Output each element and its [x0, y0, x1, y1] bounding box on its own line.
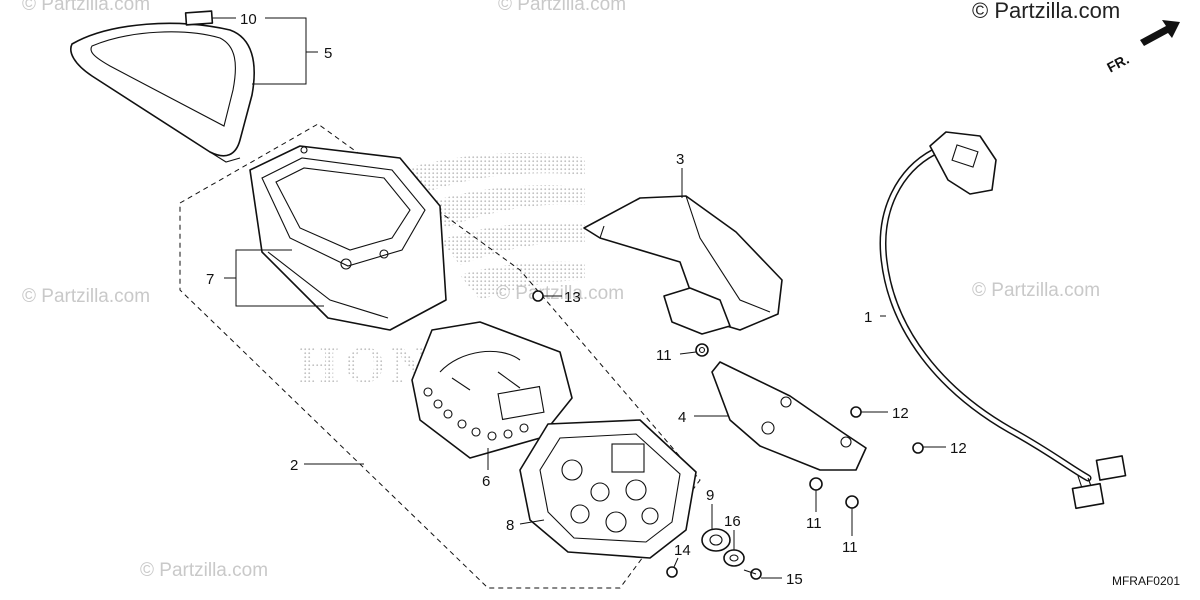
callout-15: 15 — [786, 571, 803, 588]
front-direction-indicator: FR. — [1104, 20, 1180, 76]
callout-7: 7 — [206, 271, 214, 288]
callout-12-lower: 12 — [950, 440, 967, 457]
screw-15 — [743, 568, 762, 580]
callout-1: 1 — [864, 309, 872, 326]
watermark-top-right: © Partzilla.com — [972, 0, 1121, 23]
screw-14 — [666, 566, 678, 578]
meter-bracket — [711, 361, 867, 471]
meter-dial-panel — [411, 321, 573, 459]
fasteners — [532, 290, 924, 580]
callout-14: 14 — [674, 542, 691, 559]
collar-16 — [723, 549, 745, 567]
meter-base-board — [519, 419, 697, 559]
watermark: © Partzilla.com — [496, 283, 625, 304]
watermark: © Partzilla.com — [498, 0, 627, 15]
watermark: © Partzilla.com — [140, 560, 269, 581]
leader-lines — [212, 17, 946, 579]
callout-11-low: 11 — [842, 539, 858, 556]
callout-5: 5 — [324, 45, 332, 62]
meter-rear-cover — [583, 195, 783, 335]
diagram-code: MFRAF0201 — [1111, 574, 1180, 588]
callout-3: 3 — [676, 151, 684, 168]
callout-11-top: 11 — [656, 347, 672, 364]
grommet-9 — [701, 528, 731, 552]
callout-6: 6 — [482, 473, 490, 490]
watermark: © Partzilla.com — [972, 280, 1101, 301]
callout-8: 8 — [506, 517, 514, 534]
visor-frame — [70, 22, 255, 163]
watermark: © Partzilla.com — [22, 286, 151, 307]
screw-11-low — [845, 495, 859, 509]
screw-12-upper — [850, 406, 862, 418]
callouts: 10 5 7 2 3 13 11 4 12 12 11 11 6 8 9 16 … — [206, 11, 967, 588]
callout-12-upper: 12 — [892, 405, 909, 422]
callout-10: 10 — [240, 11, 257, 28]
rubber-pad — [184, 10, 214, 26]
callout-4: 4 — [678, 409, 686, 426]
meter-case-cover — [249, 145, 447, 331]
callout-2: 2 — [290, 457, 298, 474]
callout-16: 16 — [724, 513, 741, 530]
callout-13: 13 — [564, 289, 581, 306]
screw-11-mid — [809, 477, 823, 491]
callout-11-mid: 11 — [806, 515, 822, 532]
screw-12-lower — [912, 442, 924, 454]
screw-11-top — [695, 343, 709, 357]
screw-13 — [532, 290, 544, 302]
direction-label: FR. — [1104, 51, 1131, 76]
assembly-outline — [179, 123, 701, 589]
watermark: © Partzilla.com — [22, 0, 151, 15]
wire-harness — [879, 131, 1127, 510]
callout-9: 9 — [706, 487, 714, 504]
